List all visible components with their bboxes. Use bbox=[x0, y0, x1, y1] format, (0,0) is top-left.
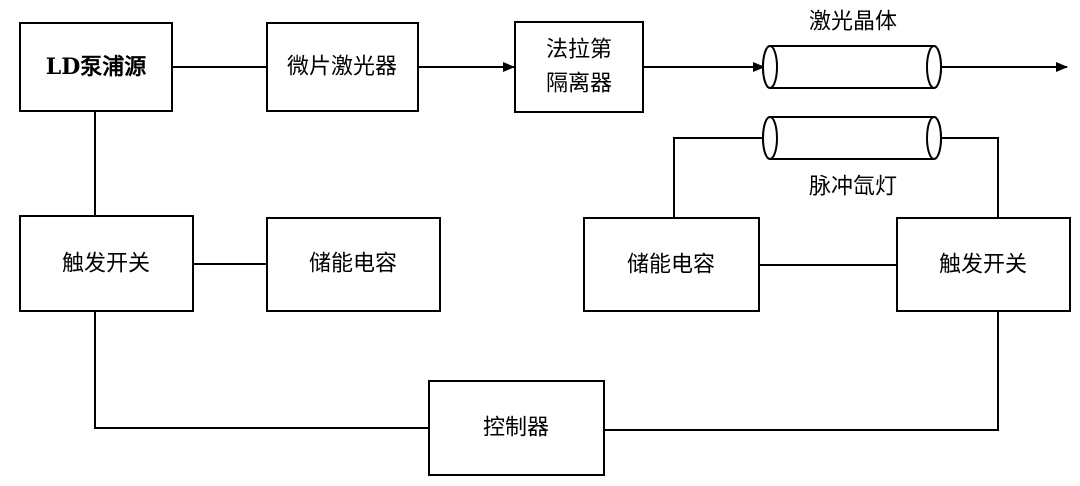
wire-capacitor-right-to-lamp bbox=[673, 137, 764, 218]
laser-crystal: 激光晶体 bbox=[762, 10, 942, 89]
controller-label: 控制器 bbox=[483, 416, 549, 441]
trigger-switch-right-label: 触发开关 bbox=[939, 253, 1027, 278]
faraday-isolator-block: 法拉第 隔离器 bbox=[514, 21, 644, 113]
laser-crystal-label: 激光晶体 bbox=[809, 10, 897, 35]
ld-pump-block: LD泵浦源 bbox=[19, 22, 173, 112]
pulse-xenon-lamp: 脉冲氙灯 bbox=[762, 116, 942, 200]
faraday-isolator-label-line2: 隔离器 bbox=[546, 72, 612, 97]
trigger-switch-right-block: 触发开关 bbox=[896, 217, 1071, 312]
storage-capacitor-left-label: 储能电容 bbox=[309, 252, 397, 277]
wire-trigger-right-to-lamp bbox=[940, 137, 999, 218]
trigger-switch-left-label: 触发开关 bbox=[62, 252, 150, 277]
storage-capacitor-left-block: 储能电容 bbox=[266, 217, 441, 312]
microchip-laser-label: 微片激光器 bbox=[287, 55, 397, 80]
wire-controller-to-trigger-right bbox=[604, 311, 999, 431]
pulse-xenon-lamp-label: 脉冲氙灯 bbox=[809, 175, 897, 200]
trigger-switch-left-block: 触发开关 bbox=[19, 215, 194, 312]
storage-capacitor-right-block: 储能电容 bbox=[583, 217, 760, 312]
ld-pump-label: LD泵浦源 bbox=[46, 54, 147, 80]
controller-block: 控制器 bbox=[428, 380, 605, 476]
microchip-laser-block: 微片激光器 bbox=[266, 22, 419, 112]
storage-capacitor-right-label: 储能电容 bbox=[627, 253, 715, 278]
wire-trigger-left-to-controller bbox=[94, 311, 429, 429]
faraday-isolator-label-line1: 法拉第 bbox=[546, 38, 612, 63]
